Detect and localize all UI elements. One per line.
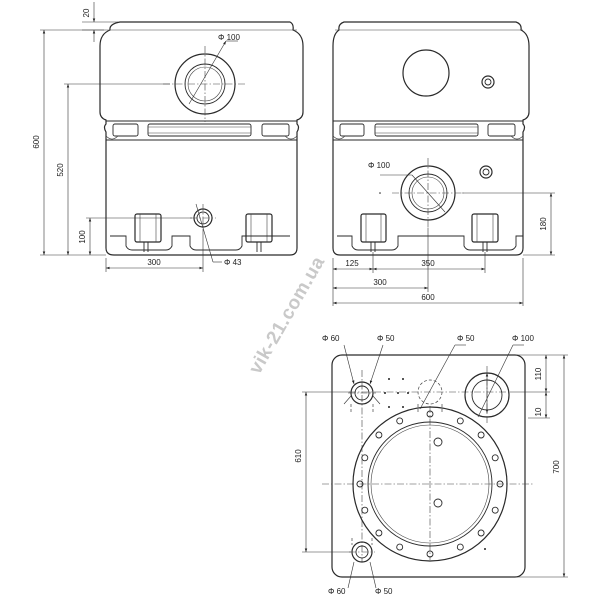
front-view-dimensions xyxy=(40,2,204,272)
top-view-right-offset-b-label: 10 xyxy=(534,407,543,416)
top-view: Φ 60 Φ 50 Φ 50 Φ 100 110 10 610 700 Φ 60… xyxy=(294,334,568,596)
side-view-outlet-flange xyxy=(379,158,464,228)
front-view-feet xyxy=(110,213,290,252)
side-view-dimensions xyxy=(332,192,555,306)
top-view-flange-bolts xyxy=(356,410,504,558)
front-view-inlet-height-label: 520 xyxy=(56,163,65,177)
front-view-total-height-label: 600 xyxy=(32,135,41,149)
top-view-center-diameter-label: Φ 50 xyxy=(457,334,475,343)
top-view-inner-depth-label: 610 xyxy=(294,449,303,463)
front-view-half-width-label: 300 xyxy=(147,258,161,267)
side-view-feet xyxy=(337,213,523,252)
top-view-right-offset-a-label: 110 xyxy=(534,367,543,380)
side-view-foot-offset-label: 125 xyxy=(345,259,359,268)
top-view-left-bottom-outer-diameter-label: Φ 60 xyxy=(328,587,346,596)
side-view-outlet-height-label: 180 xyxy=(539,217,548,231)
front-view-rib-band xyxy=(105,120,298,141)
side-view-foot-spacing-label: 350 xyxy=(421,259,435,268)
front-view-body-outline xyxy=(99,21,304,256)
front-view-top-gap-label: 20 xyxy=(82,8,91,17)
top-view-left-top-outer-diameter-label: Φ 60 xyxy=(322,334,340,343)
top-view-left-bottom-inner-diameter-label: Φ 50 xyxy=(375,587,393,596)
top-view-outline xyxy=(331,354,526,578)
front-view-outlet-diameter-label: Φ 43 xyxy=(224,258,242,267)
front-view-outlet xyxy=(190,203,222,263)
top-view-small-holes xyxy=(384,378,409,408)
top-view-left-top-port xyxy=(343,344,384,412)
front-view-inlet-flange xyxy=(163,40,247,122)
side-view: Φ 100 180 125 350 300 600 xyxy=(332,21,555,306)
front-view-outlet-height-label: 100 xyxy=(78,230,87,244)
side-view-total-width-label: 600 xyxy=(421,293,435,302)
watermark: vik-21.com.ua xyxy=(245,253,329,378)
top-view-main-flange xyxy=(352,406,508,562)
side-view-rib-band xyxy=(332,120,524,141)
top-view-left-bottom-port xyxy=(347,538,377,589)
side-view-small-ports xyxy=(479,75,495,179)
front-view: 20 600 520 100 300 Φ 100 Φ 43 xyxy=(32,2,304,272)
top-view-dimensions xyxy=(302,354,568,578)
side-view-outlet-diameter-label: Φ 100 xyxy=(368,161,391,170)
front-view-inlet-diameter-label: Φ 100 xyxy=(218,33,241,42)
side-view-half-width-label: 300 xyxy=(373,278,387,287)
top-view-total-depth-label: 700 xyxy=(552,460,561,474)
top-view-center-port xyxy=(417,344,466,412)
top-view-right-diameter-label: Φ 100 xyxy=(512,334,535,343)
side-view-body-outline xyxy=(332,21,530,256)
top-view-right-port xyxy=(464,344,524,424)
side-view-top-port xyxy=(402,49,450,97)
top-view-left-top-inner-diameter-label: Φ 50 xyxy=(377,334,395,343)
